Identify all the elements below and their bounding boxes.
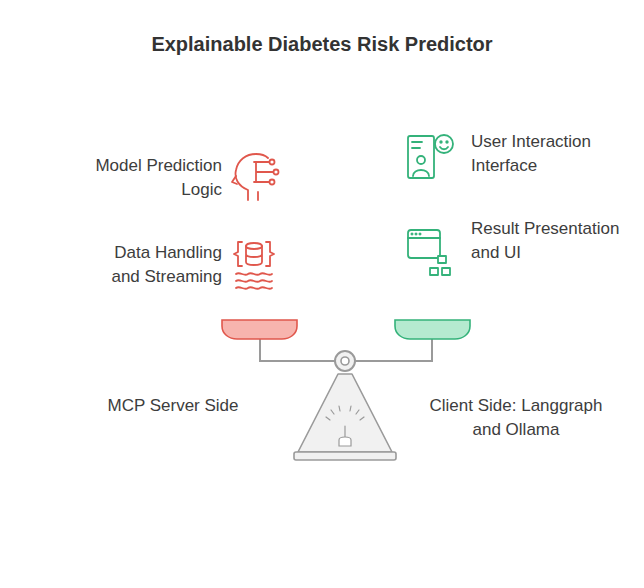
category-label: Model Prediction Logic <box>62 154 222 202</box>
brain-icon <box>232 154 279 200</box>
green-pan <box>395 320 470 339</box>
side-label: Client Side: Langgraph and Ollama <box>416 394 616 442</box>
scale-base <box>298 374 392 452</box>
scale-gauge <box>326 406 364 446</box>
window-ui-icon <box>408 230 450 275</box>
scale-pivot-dot <box>341 357 349 365</box>
database-icon <box>234 242 274 289</box>
scale-pivot <box>335 351 355 371</box>
user-interface-icon <box>408 135 453 178</box>
category-label: User Interaction Interface <box>471 130 621 178</box>
side-label: MCP Server Side <box>78 394 268 418</box>
category-label: Data Handling and Streaming <box>82 241 222 289</box>
red-pan <box>222 320 297 339</box>
diagram-title: Explainable Diabetes Risk Predictor <box>0 31 644 57</box>
category-label: Result Presentation and UI <box>471 217 621 265</box>
scale-foot <box>294 452 396 460</box>
